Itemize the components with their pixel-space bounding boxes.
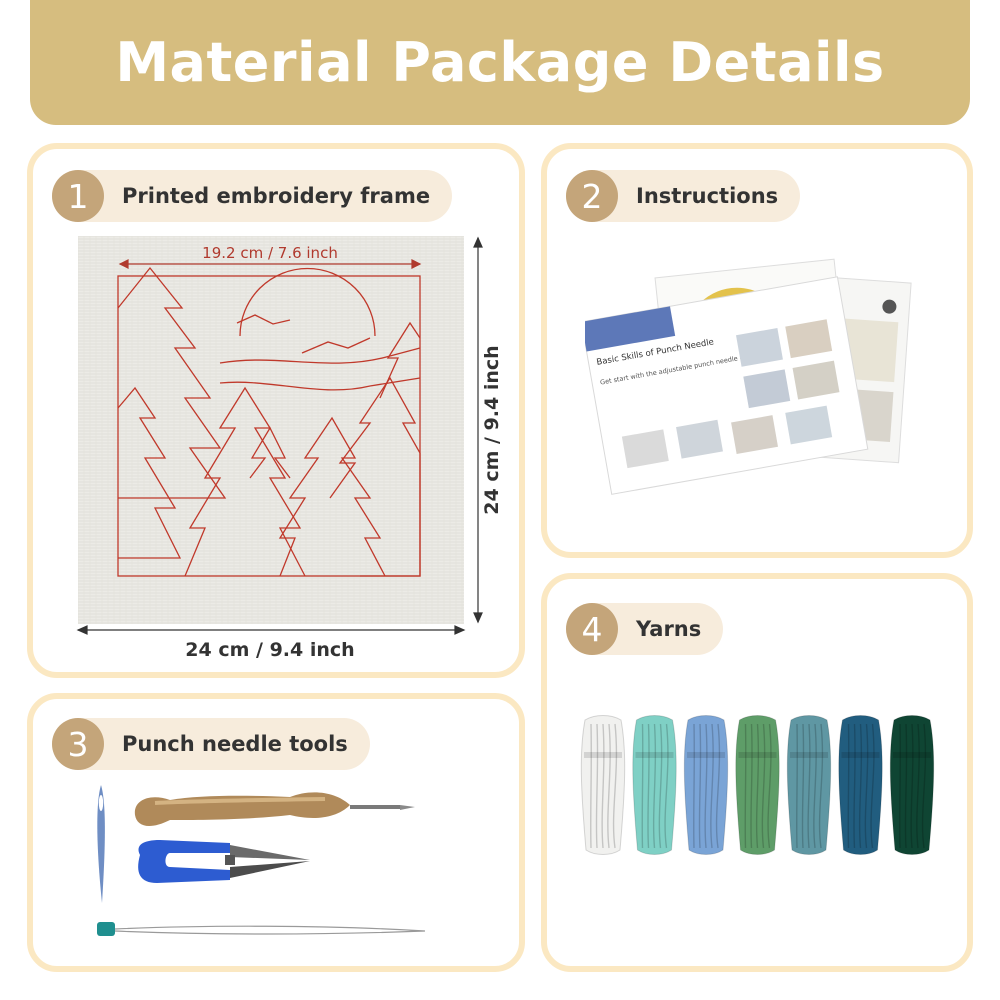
section-number-badge: 2 xyxy=(566,170,618,222)
section-number-badge: 4 xyxy=(566,603,618,655)
sheet-front: Basic Skills of Punch Needle Get start w… xyxy=(585,276,869,495)
section-label-3: 3 Punch needle tools xyxy=(52,718,370,770)
instruction-sheets-image: Basic Skills of Punch Needle Get start w… xyxy=(585,258,912,495)
yarn-bundles xyxy=(580,715,935,855)
yarn-bundle xyxy=(838,715,883,855)
section-title: Instructions xyxy=(636,184,779,208)
printed-pattern xyxy=(117,266,421,577)
thread-snips-icon xyxy=(138,840,310,883)
section-label-4: 4 Yarns xyxy=(566,603,724,655)
section-label-1: 1 Printed embroidery frame xyxy=(52,170,453,222)
yarn-bundle xyxy=(683,715,729,855)
inner-width-label: 19.2 cm / 7.6 inch xyxy=(202,244,338,262)
section-title: Punch needle tools xyxy=(122,732,348,756)
header-banner: Material Package Details xyxy=(30,0,970,125)
width-label: 24 cm / 9.4 inch xyxy=(185,639,354,658)
punch-needle-tools-image xyxy=(97,785,426,936)
page-title: Material Package Details xyxy=(115,31,885,94)
height-label: 24 cm / 9.4 inch xyxy=(481,345,503,514)
punch-needle-pen-icon xyxy=(134,792,415,827)
section-title: Printed embroidery frame xyxy=(122,184,431,208)
section-number-badge: 3 xyxy=(52,718,104,770)
yarn-bundle xyxy=(889,715,935,855)
section-title: Yarns xyxy=(636,617,702,641)
yarn-bundle xyxy=(786,715,832,855)
width-dimension xyxy=(76,625,466,635)
inner-width-dimension xyxy=(118,259,422,269)
threader-icon xyxy=(97,922,426,936)
embroidery-frame-illustration: 19.2 cm / 7.6 inch 24 cm / 9.4 inch 24 c… xyxy=(76,236,503,658)
height-dimension xyxy=(473,236,483,624)
section-number-badge: 1 xyxy=(52,170,104,222)
yarn-bundle xyxy=(735,715,780,855)
large-needle-icon xyxy=(97,785,105,903)
section-label-2: 2 Instructions xyxy=(566,170,801,222)
yarn-bundle xyxy=(632,715,677,855)
yarn-bundle xyxy=(580,715,626,855)
